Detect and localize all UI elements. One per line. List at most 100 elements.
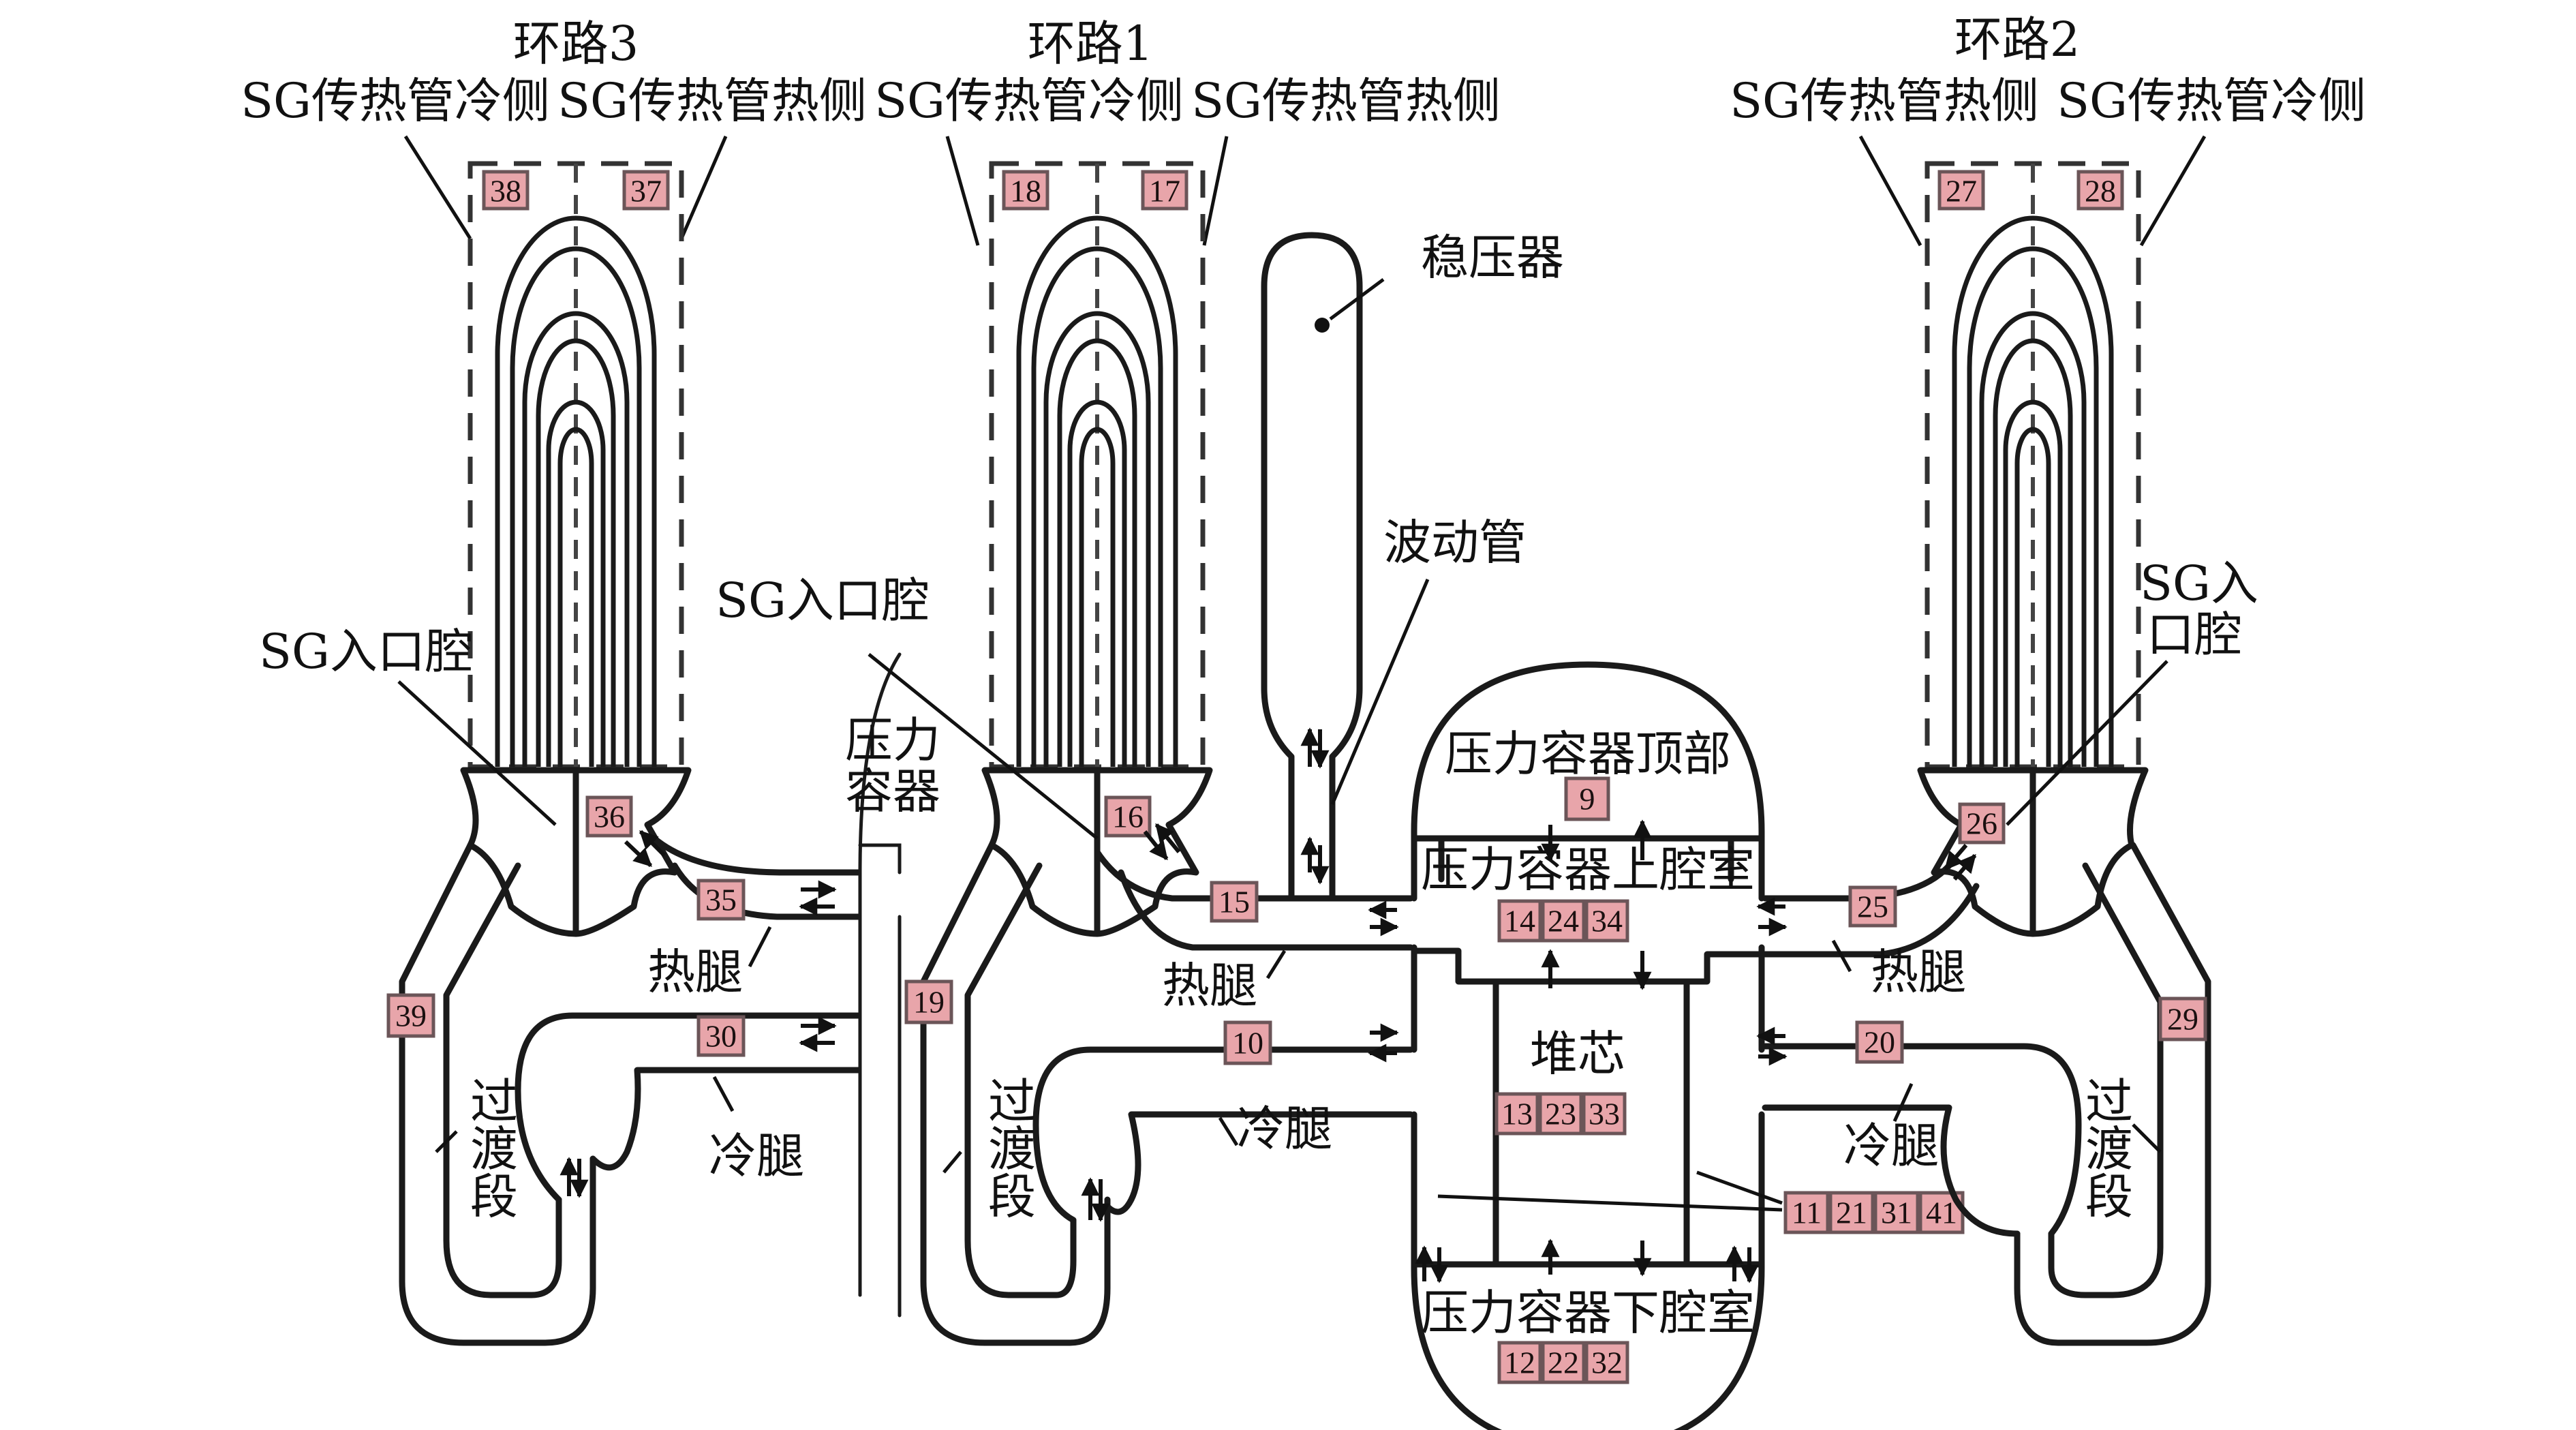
loop2-piping bbox=[1762, 842, 2211, 1346]
node-25: 25 bbox=[1848, 885, 1897, 928]
node-37: 37 bbox=[622, 170, 670, 211]
svg-text:16: 16 bbox=[1112, 800, 1144, 834]
svg-text:14: 14 bbox=[1504, 904, 1535, 939]
core-nodes: 13 23 33 bbox=[1494, 1092, 1627, 1136]
loop1-hot-leg-label: 热腿 bbox=[1162, 958, 1257, 1014]
node-21: 21 bbox=[1828, 1191, 1875, 1234]
node-13: 13 bbox=[1494, 1092, 1539, 1136]
node-39: 39 bbox=[386, 993, 435, 1038]
node-29: 29 bbox=[2158, 997, 2207, 1041]
svg-text:37: 37 bbox=[630, 174, 662, 209]
svg-text:41: 41 bbox=[1926, 1196, 1957, 1230]
surge-line-label: 波动管 bbox=[1383, 515, 1527, 571]
svg-text:35: 35 bbox=[705, 883, 737, 917]
loop2-sg-inlet-label-line1: SG入 bbox=[2140, 556, 2258, 611]
reactor-pressure-vessel bbox=[1411, 661, 1765, 1430]
surge-line-leader bbox=[1330, 579, 1430, 805]
loop1-crossover-char3: 段 bbox=[988, 1169, 1036, 1225]
node-17: 17 bbox=[1141, 170, 1189, 211]
svg-text:11: 11 bbox=[1792, 1196, 1822, 1230]
svg-text:34: 34 bbox=[1591, 904, 1623, 939]
loop3-crossover-char1: 过 bbox=[470, 1074, 518, 1129]
loop1-crossover-leader bbox=[942, 1151, 962, 1174]
loop2-sg-inlet-label-line2: 口腔 bbox=[2147, 607, 2242, 663]
node-41: 41 bbox=[1918, 1191, 1965, 1234]
loop3-sg-inlet-label: SG入口腔 bbox=[259, 624, 473, 680]
loop1-sg-cold-side-label: SG传热管冷侧 bbox=[874, 73, 1184, 129]
loop1-sg-hot-side-label: SG传热管热侧 bbox=[1191, 73, 1501, 129]
svg-text:21: 21 bbox=[1836, 1196, 1867, 1230]
svg-text:29: 29 bbox=[2167, 1002, 2198, 1037]
node-31: 31 bbox=[1873, 1191, 1920, 1234]
node-34: 34 bbox=[1584, 899, 1629, 943]
loop1-hot-leg-leader bbox=[1266, 949, 1287, 979]
loop3-sg-inlet-leader bbox=[397, 680, 557, 826]
svg-text:22: 22 bbox=[1548, 1345, 1579, 1380]
loop1-crossover-char2: 渡 bbox=[988, 1121, 1036, 1177]
loop3-hot-leg-leader bbox=[748, 926, 772, 968]
loop3-cold-leg-leader bbox=[712, 1076, 735, 1112]
loop1-title: 环路1 bbox=[1028, 16, 1154, 72]
loop1-piping bbox=[920, 842, 1414, 1346]
node-33: 33 bbox=[1582, 1092, 1627, 1136]
svg-text:23: 23 bbox=[1545, 1097, 1576, 1131]
loop3-sg-cold-side-label: SG传热管冷侧 bbox=[241, 73, 550, 129]
sg-label-leaders bbox=[403, 135, 2207, 247]
node-24: 24 bbox=[1541, 899, 1586, 943]
loop1-cold-leg-label: 冷腿 bbox=[1237, 1101, 1332, 1157]
node-20: 20 bbox=[1855, 1020, 1904, 1064]
pv-upper-plenum-label: 压力容器上腔室 bbox=[1421, 842, 1755, 898]
node-27: 27 bbox=[1937, 170, 1985, 211]
loop2-cold-leg-label: 冷腿 bbox=[1843, 1118, 1939, 1174]
node-18: 18 bbox=[1002, 170, 1049, 211]
loop2-hot-leg-leader bbox=[1831, 939, 1852, 973]
node-14: 14 bbox=[1497, 899, 1542, 943]
node-22: 22 bbox=[1541, 1341, 1586, 1384]
pv-side-label-line1: 压力 bbox=[845, 712, 940, 768]
svg-text:20: 20 bbox=[1864, 1025, 1895, 1060]
loop2-crossover-leader bbox=[2132, 1123, 2162, 1153]
steam-generator-loop1: 18 17 16 bbox=[981, 161, 1213, 937]
svg-text:9: 9 bbox=[1580, 782, 1595, 817]
svg-text:12: 12 bbox=[1504, 1345, 1535, 1380]
pressurizer bbox=[1261, 232, 1385, 902]
loop3-crossover-char3: 段 bbox=[470, 1169, 518, 1225]
svg-text:28: 28 bbox=[2085, 174, 2116, 209]
node-9: 9 bbox=[1564, 776, 1610, 821]
flow-arrows bbox=[559, 727, 1977, 1283]
node-16: 16 bbox=[1104, 795, 1152, 838]
svg-text:26: 26 bbox=[1966, 806, 1997, 841]
lower-plenum-nodes: 12 22 32 bbox=[1497, 1341, 1629, 1384]
svg-text:10: 10 bbox=[1232, 1026, 1263, 1061]
svg-text:25: 25 bbox=[1857, 889, 1888, 924]
loop3-hot-leg-label: 热腿 bbox=[647, 944, 743, 1000]
svg-text:33: 33 bbox=[1589, 1097, 1620, 1131]
node-30: 30 bbox=[696, 1015, 746, 1057]
downcomer-nodes: 11 21 31 41 bbox=[1437, 1170, 1965, 1234]
svg-text:13: 13 bbox=[1501, 1097, 1533, 1131]
pressurizer-marker-dot bbox=[1315, 318, 1330, 333]
svg-text:39: 39 bbox=[395, 999, 427, 1033]
svg-text:19: 19 bbox=[913, 985, 945, 1020]
node-12: 12 bbox=[1497, 1341, 1542, 1384]
svg-text:15: 15 bbox=[1218, 885, 1250, 919]
svg-text:18: 18 bbox=[1010, 174, 1041, 209]
loop2-title: 环路2 bbox=[1954, 12, 2081, 67]
node-23: 23 bbox=[1538, 1092, 1583, 1136]
loop3-cold-leg-label: 冷腿 bbox=[709, 1128, 804, 1184]
svg-text:31: 31 bbox=[1881, 1196, 1912, 1230]
loop1-cold-leg-leader bbox=[1218, 1116, 1239, 1146]
loop2-sg-hot-side-label: SG传热管热侧 bbox=[1730, 73, 2039, 129]
node-28: 28 bbox=[2076, 170, 2124, 211]
pv-top-label: 压力容器顶部 bbox=[1445, 726, 1731, 782]
loop1-crossover-char1: 过 bbox=[988, 1074, 1036, 1129]
loop2-cold-leg-leader bbox=[1892, 1082, 1914, 1123]
loop2-crossover-char1: 过 bbox=[2085, 1074, 2133, 1129]
node-26: 26 bbox=[1958, 802, 2006, 845]
node-35: 35 bbox=[696, 879, 746, 921]
svg-text:38: 38 bbox=[490, 174, 521, 209]
pv-lower-plenum-label: 压力容器下腔室 bbox=[1421, 1285, 1755, 1341]
node-19: 19 bbox=[904, 979, 953, 1024]
loop3-sg-hot-side-label: SG传热管热侧 bbox=[557, 73, 867, 129]
